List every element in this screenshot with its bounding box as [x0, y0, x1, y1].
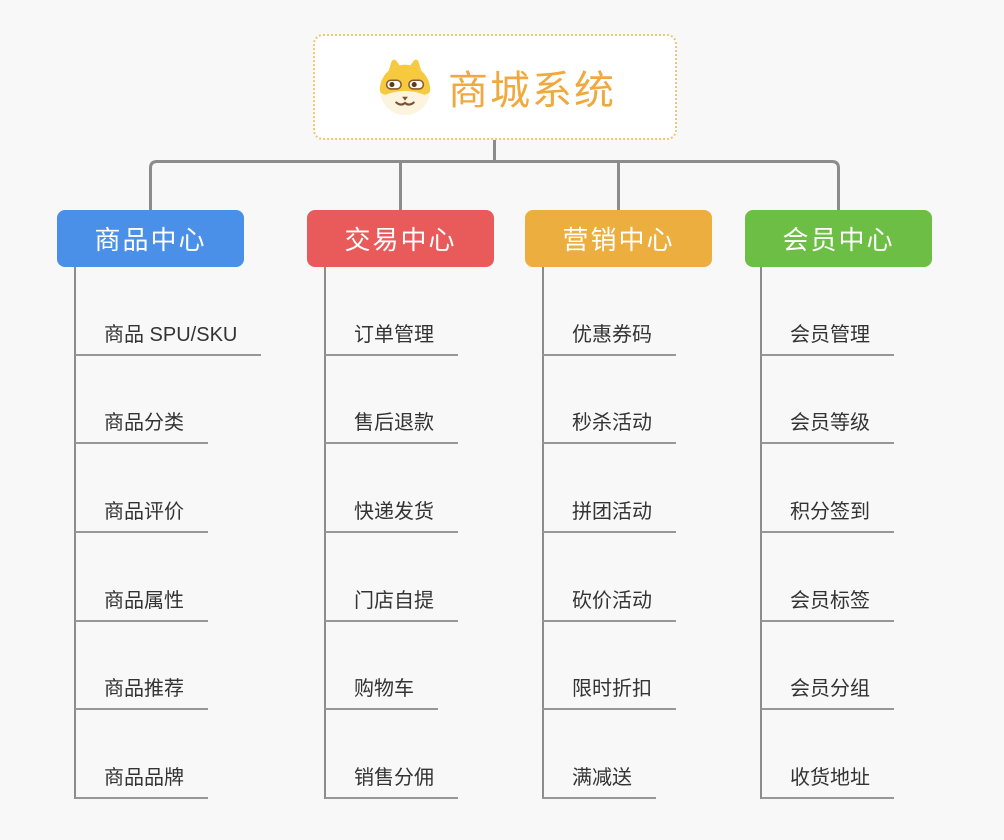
- branch-node-trade-center[interactable]: 交易中心: [307, 210, 494, 267]
- leaf-node[interactable]: 售后退款: [325, 356, 458, 445]
- branch-label: 交易中心: [344, 225, 457, 255]
- root-title: 商城系统: [448, 69, 616, 113]
- leaf-node[interactable]: 商品评价: [75, 444, 208, 534]
- leaf-node[interactable]: 商品分类: [75, 356, 208, 445]
- branch-node-product-center[interactable]: 商品中心: [57, 210, 244, 267]
- leaf-node[interactable]: 购物车: [325, 622, 438, 711]
- branch-label: 营销中心: [562, 225, 675, 255]
- branch-1-children: 商品 SPU/SKU 商品分类 商品评价 商品属性 商品推荐 商品品牌: [75, 267, 262, 800]
- leaf-node[interactable]: 会员等级: [761, 356, 894, 445]
- root-node-mall-system[interactable]: 商城系统: [313, 34, 677, 140]
- leaf-node[interactable]: 砍价活动: [543, 533, 676, 622]
- leaf-node[interactable]: 积分签到: [761, 444, 894, 534]
- leaf-node[interactable]: 商品推荐: [75, 622, 208, 711]
- leaf-node[interactable]: 会员分组: [761, 622, 894, 711]
- branch-label: 商品中心: [94, 225, 207, 255]
- leaf-node[interactable]: 优惠券码: [543, 267, 676, 356]
- leaf-node[interactable]: 会员标签: [761, 533, 894, 622]
- leaf-node[interactable]: 商品品牌: [75, 710, 208, 800]
- leaf-node[interactable]: 门店自提: [325, 533, 458, 622]
- leaf-node[interactable]: 秒杀活动: [543, 356, 676, 445]
- leaf-node[interactable]: 限时折扣: [543, 622, 676, 711]
- leaf-node[interactable]: 商品属性: [75, 533, 208, 622]
- leaf-node[interactable]: 满减送: [543, 710, 656, 800]
- dog-face-icon: [374, 56, 436, 118]
- leaf-node[interactable]: 商品 SPU/SKU: [75, 267, 262, 356]
- branch-label: 会员中心: [782, 225, 895, 255]
- leaf-node[interactable]: 快递发货: [325, 444, 458, 534]
- branch-3-children: 优惠券码 秒杀活动 拼团活动 砍价活动 限时折扣 满减送: [543, 267, 676, 800]
- branch-2-children: 订单管理 售后退款 快递发货 门店自提 购物车 销售分佣: [325, 267, 458, 800]
- branch-4-children: 会员管理 会员等级 积分签到 会员标签 会员分组 收货地址: [761, 267, 894, 800]
- branch-node-marketing-center[interactable]: 营销中心: [525, 210, 712, 267]
- leaf-node[interactable]: 销售分佣: [325, 710, 458, 800]
- leaf-node[interactable]: 收货地址: [761, 710, 894, 800]
- leaf-node[interactable]: 订单管理: [325, 267, 458, 356]
- leaf-node[interactable]: 拼团活动: [543, 444, 676, 534]
- branch-node-member-center[interactable]: 会员中心: [745, 210, 932, 267]
- leaf-node[interactable]: 会员管理: [761, 267, 894, 356]
